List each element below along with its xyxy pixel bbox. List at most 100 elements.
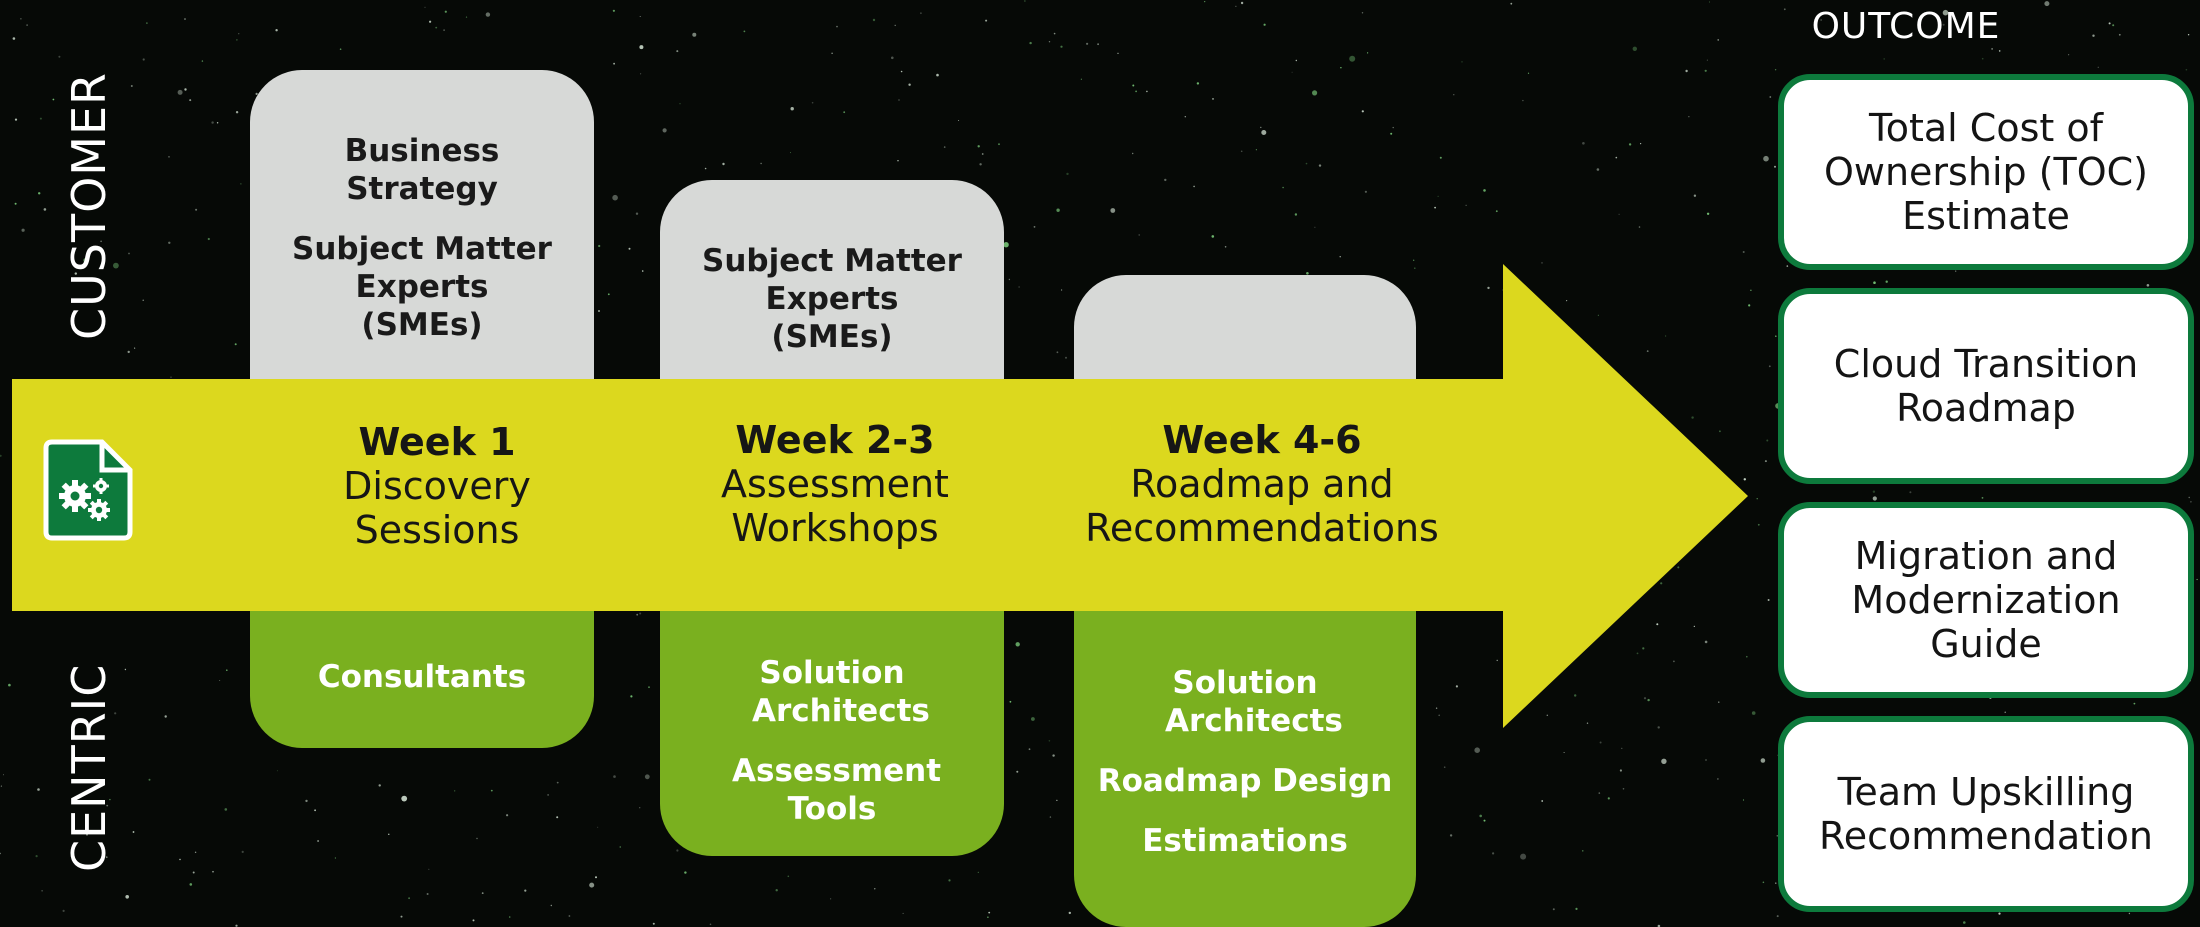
star-dot (1487, 286, 1490, 290)
star-dot (1704, 69, 1707, 72)
star-dot (775, 889, 778, 892)
star-dot (628, 247, 631, 250)
star-dot (219, 680, 221, 681)
star-dot (790, 107, 794, 111)
star-dot (1708, 1, 1710, 3)
star-dot (811, 101, 814, 104)
star-dot (1582, 142, 1585, 145)
star-dot (1619, 769, 1622, 772)
star-dot (113, 262, 119, 269)
star-dot (1718, 701, 1720, 703)
star-dot (894, 24, 896, 27)
star-dot (429, 20, 432, 23)
star-dot (1056, 351, 1059, 354)
star-dot (2190, 500, 2192, 503)
star-dot (2187, 34, 2190, 36)
star-dot (948, 879, 951, 882)
star-dot (2004, 711, 2006, 713)
star-dot (679, 103, 681, 105)
star-dot (1465, 204, 1467, 206)
star-dot (1364, 190, 1367, 193)
outcome-header: OUTCOME (1811, 6, 2001, 47)
star-dot (235, 924, 238, 927)
star-dot (207, 237, 210, 241)
star-dot (598, 244, 601, 248)
star-dot (1820, 19, 1822, 21)
star-dot (709, 923, 712, 926)
star-dot (1314, 226, 1316, 228)
star-dot (787, 875, 790, 878)
star-dot (908, 83, 911, 86)
star-dot (1763, 155, 1769, 162)
star-dot (444, 10, 447, 13)
timeline-arrow-shape (12, 264, 1748, 728)
star-dot (635, 212, 639, 215)
star-dot (1693, 625, 1695, 628)
star-dot (1312, 90, 1318, 96)
star-dot (1638, 226, 1641, 228)
star-dot (1688, 116, 1690, 118)
star-dot (639, 16, 641, 17)
star-dot (234, 343, 237, 346)
star-dot (1599, 741, 1602, 744)
star-dot (128, 252, 130, 255)
star-dot (0, 852, 1, 855)
star-dot (1212, 98, 1214, 100)
star-dot (1138, 234, 1140, 236)
phase-1-label: Week 1 Discovery Sessions (257, 420, 617, 552)
star-dot (1751, 711, 1756, 715)
star-dot (146, 22, 148, 24)
star-dot (240, 183, 242, 185)
star-dot (1872, 490, 1876, 493)
star-dot (1541, 800, 1544, 802)
star-dot (1018, 286, 1020, 288)
star-dot (189, 883, 193, 886)
star-dot (105, 856, 108, 859)
star-dot (481, 892, 484, 894)
star-dot (1766, 439, 1769, 442)
star-dot (1750, 289, 1752, 291)
star-dot (1015, 642, 1020, 647)
star-dot (1541, 262, 1543, 264)
star-dot (1367, 52, 1369, 54)
star-dot (1261, 130, 1267, 135)
star-dot (35, 855, 38, 858)
star-dot (2044, 1, 2050, 7)
star-dot (276, 770, 278, 772)
phase-2-bottom-item: Solution Architects (752, 655, 930, 729)
star-dot (1146, 90, 1148, 93)
star-dot (101, 715, 104, 717)
outcome-text: Migration and Modernization Guide (1851, 534, 2121, 666)
phase-2-top-item: Subject Matter Experts (SMEs) (702, 243, 962, 355)
star-dot (1873, 281, 1876, 285)
star-dot (1048, 41, 1051, 43)
star-dot (211, 121, 214, 124)
star-dot (1033, 226, 1036, 228)
star-dot (1029, 41, 1032, 45)
star-dot (1318, 164, 1322, 167)
star-dot (1646, 350, 1649, 352)
star-dot (2112, 24, 2115, 27)
star-dot (1483, 189, 1486, 192)
star-dot (1496, 659, 1498, 662)
star-dot (836, 25, 838, 28)
star-dot (1435, 707, 1438, 709)
star-dot (2068, 54, 2070, 56)
star-dot (388, 833, 390, 835)
star-dot (1885, 280, 1888, 283)
star-dot (1563, 752, 1565, 753)
star-dot (1955, 270, 1957, 272)
star-dot (2146, 284, 2150, 287)
phase-2-title-line: Workshops (731, 506, 939, 550)
star-dot (1656, 623, 1659, 626)
star-dot (612, 194, 618, 201)
star-dot (1640, 143, 1642, 145)
star-dot (1117, 52, 1119, 54)
star-dot (874, 888, 876, 890)
star-dot (2185, 68, 2188, 71)
phase-1-top-item: Subject Matter Experts (SMEs) (292, 231, 552, 343)
phase-3-resources-bottom: Solution Architects Roadmap Design Estim… (1074, 580, 1416, 927)
star-dot (1742, 799, 1745, 801)
star-dot (1657, 726, 1660, 729)
